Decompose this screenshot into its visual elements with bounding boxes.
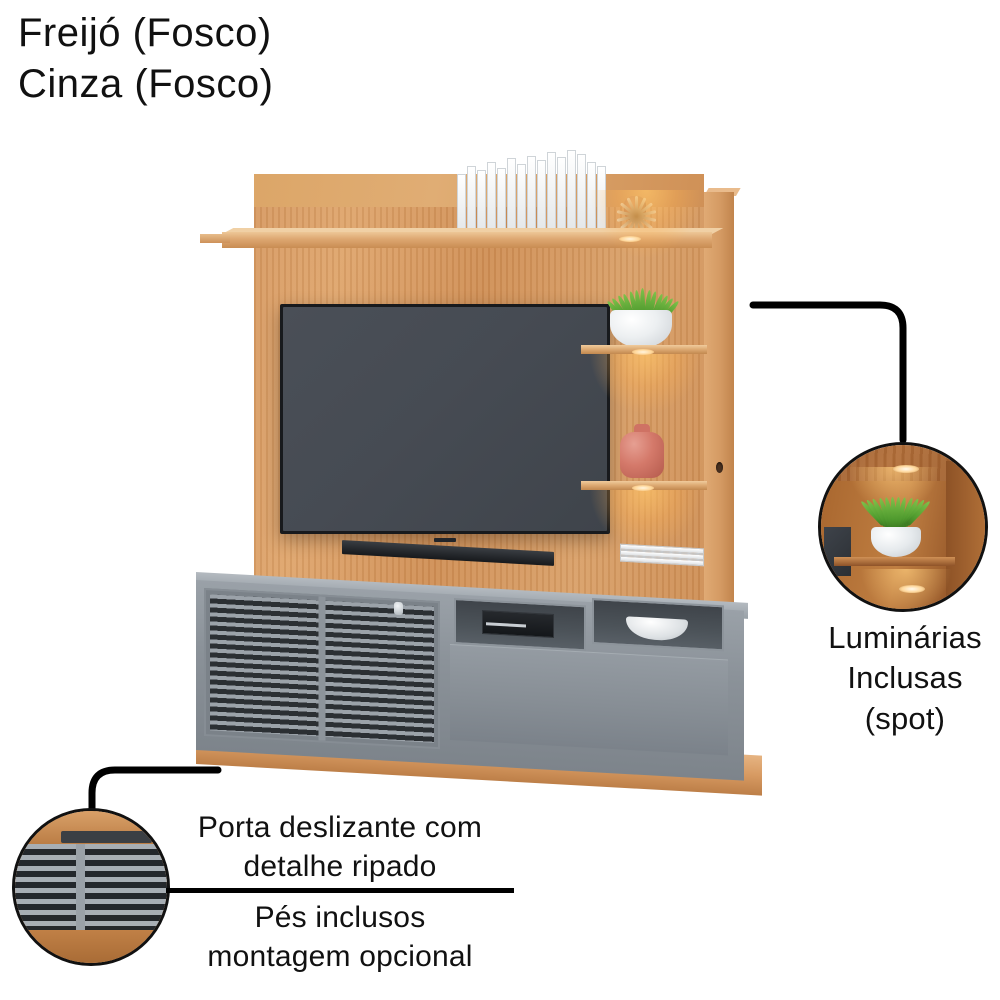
decor-book-stack bbox=[620, 543, 704, 573]
decor-book-spine bbox=[587, 162, 596, 236]
tv-brand-logo bbox=[434, 538, 456, 542]
decor-book-spine bbox=[597, 166, 606, 236]
ripado-door-detail-circle bbox=[12, 808, 170, 966]
annotation-porta-line-2: detalhe ripado bbox=[243, 850, 437, 883]
annotation-luminarias-line-1: Luminárias bbox=[828, 620, 982, 655]
decor-book-spine bbox=[537, 160, 546, 236]
finish-title-block: Freijó (Fosco) Cinza (Fosco) bbox=[18, 8, 273, 110]
spot-light-upper-icon bbox=[632, 349, 654, 355]
detail-spot-light-lower-icon bbox=[899, 585, 925, 593]
sliding-slatted-door[interactable] bbox=[204, 588, 440, 750]
door-knob-icon[interactable] bbox=[394, 601, 403, 616]
decor-book-spine bbox=[547, 152, 556, 236]
finish-title-line-2: Cinza (Fosco) bbox=[18, 62, 274, 107]
decor-book-spine bbox=[507, 158, 516, 236]
detail-spot-light-upper-icon bbox=[893, 465, 919, 473]
annotation-pes-line-2: montagem opcional bbox=[207, 940, 473, 973]
decor-vase-neck bbox=[634, 424, 650, 434]
annotation-luminarias-line-2: Inclusas bbox=[847, 660, 963, 696]
decor-book-spine bbox=[487, 162, 496, 236]
decor-book-spine bbox=[567, 150, 576, 236]
cabinet-drawer-front[interactable] bbox=[450, 644, 728, 756]
annotation-porta-line-1: Porta deslizante com bbox=[197, 811, 483, 844]
decor-books-top-shelf bbox=[457, 150, 606, 236]
detail-shelf bbox=[834, 556, 956, 566]
annotation-pes-inclusos: Pés inclusos montagem opcional bbox=[150, 898, 530, 976]
top-shelf-left-stub bbox=[200, 234, 230, 243]
detail-plant-pot bbox=[871, 527, 922, 557]
decor-book-spine bbox=[467, 166, 476, 236]
spot-light-lower-icon bbox=[632, 485, 654, 491]
decor-book-spine bbox=[577, 154, 586, 236]
annotation-porta-deslizante: Porta deslizante com detalhe ripado bbox=[160, 808, 520, 886]
finish-title-line-1: Freijó (Fosco) bbox=[18, 11, 272, 55]
annotation-luminarias-line-3: (spot) bbox=[864, 700, 946, 736]
detail-cabinet-shadow bbox=[60, 830, 152, 843]
decor-book-spine bbox=[477, 170, 486, 236]
decor-book-spine bbox=[497, 168, 506, 236]
cable-grommet-icon bbox=[716, 462, 723, 473]
spot-light-top-icon bbox=[619, 236, 641, 242]
annotation-luminarias: Luminárias Inclusas (spot) bbox=[812, 618, 998, 739]
detail-slat-pattern bbox=[15, 844, 167, 933]
media-player-slot bbox=[486, 622, 526, 628]
decor-terracotta-vase bbox=[620, 432, 664, 478]
detail-wood-bottom bbox=[15, 929, 167, 963]
slat-door-divider bbox=[318, 596, 326, 741]
bronze-flower-ornament-icon bbox=[614, 176, 658, 236]
decor-book-spine bbox=[527, 156, 536, 236]
annotation-pes-line-1: Pés inclusos bbox=[254, 901, 426, 934]
tv-screen bbox=[283, 307, 607, 531]
television bbox=[280, 304, 610, 542]
decor-plant-leaf bbox=[640, 288, 646, 324]
luminarias-detail-circle bbox=[818, 442, 988, 612]
decor-plant-leaves bbox=[605, 288, 680, 350]
decor-media-player bbox=[482, 609, 554, 639]
decor-book-spine bbox=[557, 157, 566, 236]
annotation-divider-rule bbox=[166, 888, 514, 893]
detail-tv-edge bbox=[824, 527, 851, 577]
tv-panel-furniture bbox=[182, 132, 832, 832]
detail-slat-divider bbox=[75, 844, 85, 933]
decor-plant-pot bbox=[610, 310, 672, 348]
decor-book-spine bbox=[457, 174, 466, 236]
decor-book-spine bbox=[517, 164, 526, 236]
